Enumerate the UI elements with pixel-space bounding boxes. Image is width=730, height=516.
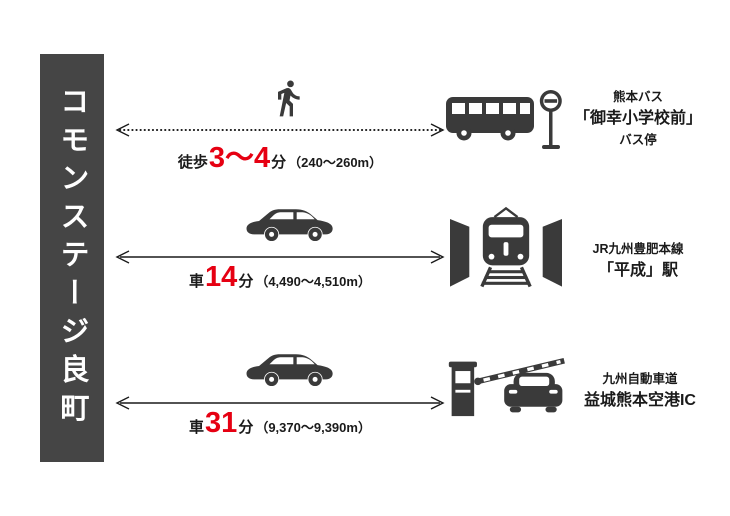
mode-label: 車 [189,273,205,290]
distance: （9,370～9,390m） [255,420,371,435]
time-value: 3～4 [208,142,271,174]
car-icon [244,206,336,246]
property-name-bar: コモンステージ良町 [40,54,104,462]
toll-gate-icon [446,348,568,426]
property-name: コモンステージ良町 [56,85,88,431]
distance: （4,490～4,510m） [255,274,371,289]
route-2-time-distance: 車14分（4,490～4,510m） [112,261,448,294]
destination-line1: 熊本バス [612,90,663,104]
double-arrow-solid [115,250,445,264]
mode-label: 車 [189,419,205,436]
double-arrow-solid [115,396,445,410]
destination-line2: 益城熊本空港IC [583,392,696,409]
destination-line2: 「平成」駅 [597,262,678,279]
destination-line1: JR九州豊肥本線 [592,242,684,256]
time-value: 14 [205,261,238,293]
destination-line3: バス停 [619,133,657,147]
mode-label: 徒歩 [177,154,208,171]
route-3-time-distance: 車31分（9,370～9,390m） [112,407,448,440]
destination-bus-stop: 熊本バス 「御幸小学校前」 バス停 [560,88,716,150]
walking-person-icon [268,74,308,122]
destination-interchange: 九州自動車道 益城熊本空港IC [560,370,720,413]
destination-line1: 九州自動車道 [602,372,678,386]
time-unit: 分 [271,154,287,171]
time-unit: 分 [238,273,254,290]
bus-stop-icon [446,86,566,156]
distance: （240～260m） [288,155,383,170]
time-unit: 分 [238,419,254,436]
double-arrow-dotted [115,123,445,137]
time-value: 31 [205,407,238,439]
car-icon [244,351,336,391]
destination-station: JR九州豊肥本線 「平成」駅 [560,240,716,283]
route-1-time-distance: 徒歩3～4分（240～260m） [112,134,448,176]
destination-line2: 「御幸小学校前」 [573,110,702,127]
train-station-icon [450,204,562,290]
